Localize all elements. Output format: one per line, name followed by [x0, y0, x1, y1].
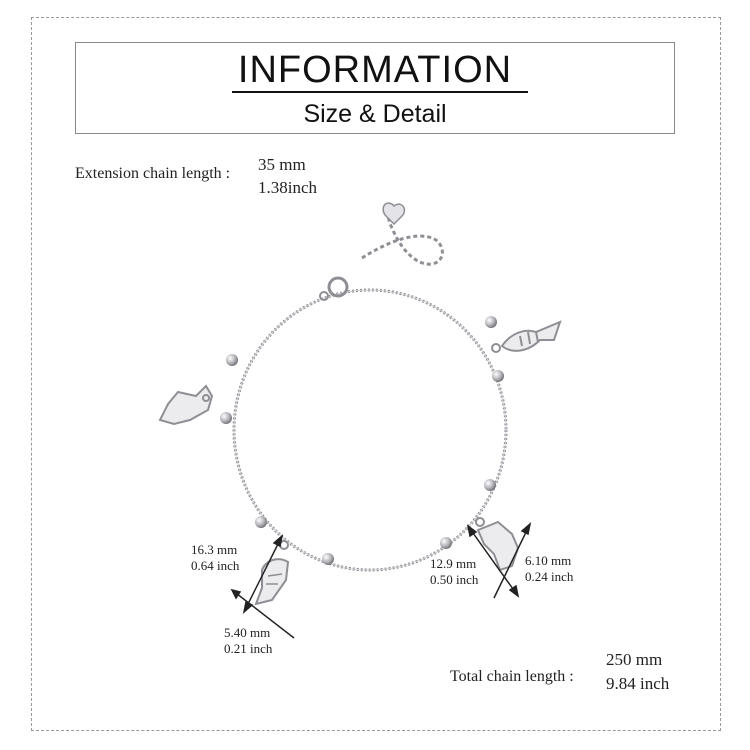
clasp-ring [319, 291, 329, 301]
fishbone-width-inch: 0.21 inch [224, 641, 273, 656]
cat-length-mm: 12.9 mm [430, 556, 477, 571]
cat-length-inch: 0.50 inch [430, 572, 479, 587]
header-box: INFORMATION Size & Detail [75, 42, 675, 134]
header-title: INFORMATION [237, 49, 513, 91]
extension-label: Extension chain length : [75, 165, 231, 182]
main-chain-highlight [233, 289, 507, 571]
heart-tag [382, 202, 406, 226]
dashed-frame [31, 17, 721, 731]
cat-charm-lower [475, 517, 520, 572]
main-chain [232, 288, 508, 572]
fishbone-dimension-arrows [230, 533, 295, 639]
fishbone-charm-upper [491, 320, 562, 353]
extension-mm: 35 mm [258, 155, 306, 174]
fishbone-length-inch: 0.64 inch [191, 558, 240, 573]
cat-dimension-arrows [466, 521, 532, 599]
header-underline [232, 91, 528, 93]
extension-inch: 1.38inch [258, 178, 318, 197]
fishbone-length-mm: 16.3 mm [191, 542, 238, 557]
total-length-inch: 9.84 inch [606, 674, 670, 693]
total-length-mm: 250 mm [606, 650, 663, 669]
cat-width-mm: 6.10 mm [525, 553, 572, 568]
beads [220, 316, 504, 565]
cat-charm-left [158, 384, 214, 426]
total-length-label: Total chain length : [450, 668, 574, 685]
fishbone-width-mm: 5.40 mm [224, 625, 271, 640]
spring-clasp [327, 276, 349, 298]
header-subtitle: Size & Detail [303, 100, 447, 128]
cat-width-inch: 0.24 inch [525, 569, 574, 584]
fishbone-charm-lower [254, 540, 290, 606]
